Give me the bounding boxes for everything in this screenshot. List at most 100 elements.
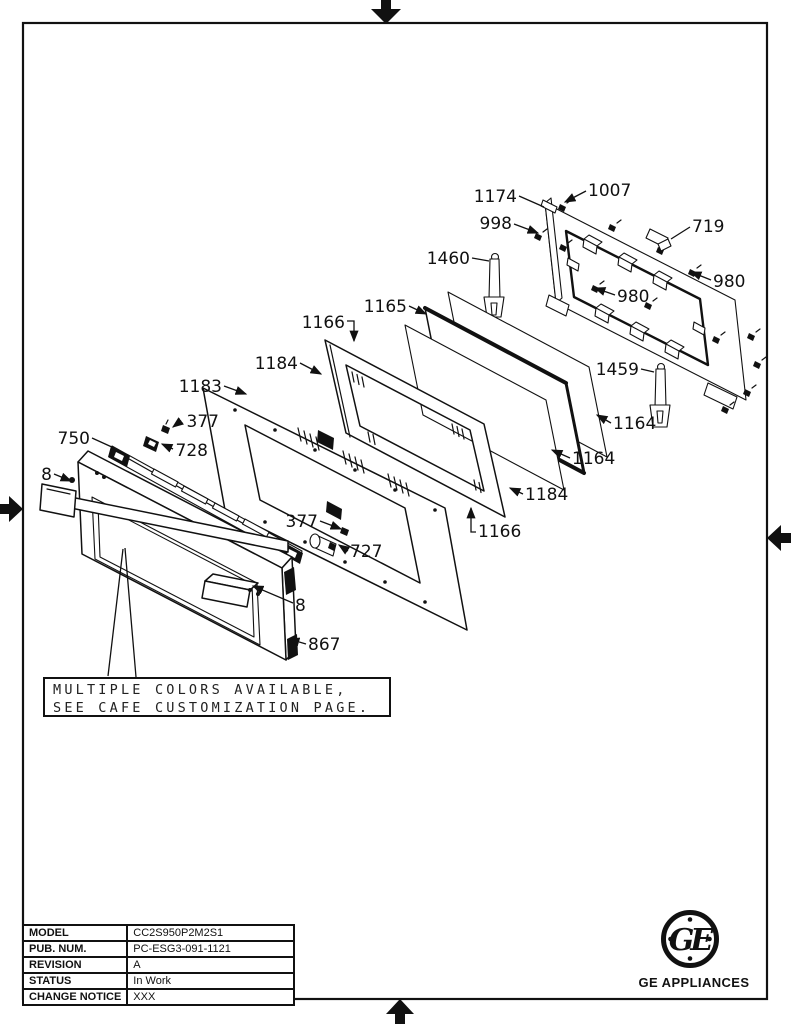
part-377-screw-upper xyxy=(161,425,170,434)
callout-1165: 1165 xyxy=(364,297,407,317)
callout-1166: 1166 xyxy=(478,522,521,542)
callout-8: 8 xyxy=(41,465,52,485)
leader-1184 xyxy=(299,362,323,375)
leader-719 xyxy=(670,226,691,240)
table-value: A xyxy=(126,956,296,974)
note-line-2: SEE CAFE CUSTOMIZATION PAGE. xyxy=(53,700,371,716)
leader-727 xyxy=(337,544,351,555)
registration-arrow-right xyxy=(767,525,791,551)
callout-719: 719 xyxy=(692,217,724,237)
leader-1460 xyxy=(471,257,490,262)
front-door-assembly xyxy=(39,450,298,661)
callout-1459: 1459 xyxy=(596,360,639,380)
part-1164-front-glass xyxy=(404,324,565,491)
table-label: CHANGE NOTICE xyxy=(21,988,129,1006)
registration-arrow-top xyxy=(371,0,401,24)
table-value: CC2S950P2M2S1 xyxy=(126,924,296,942)
leader-377 xyxy=(171,417,185,428)
callout-980: 980 xyxy=(617,287,649,307)
leader-8 xyxy=(53,472,73,482)
color-note-box: MULTIPLE COLORS AVAILABLE, SEE CAFE CUST… xyxy=(43,677,391,717)
callout-1166: 1166 xyxy=(302,313,345,333)
leader-1183 xyxy=(223,385,248,395)
callout-998: 998 xyxy=(480,214,512,234)
table-label: MODEL xyxy=(21,924,129,942)
leader-980 xyxy=(593,287,616,296)
leader-1007 xyxy=(563,190,587,203)
retainer-frame-1166-1184 xyxy=(324,339,506,518)
registration-arrow-bottom xyxy=(386,999,414,1024)
glass-stack xyxy=(404,291,608,491)
leader-1164 xyxy=(595,414,612,425)
part-1174-channel xyxy=(540,197,570,317)
callout-1007: 1007 xyxy=(588,181,631,201)
part-377-728-fasteners xyxy=(143,419,170,452)
page-border xyxy=(21,21,769,1001)
ge-monogram-icon: GE xyxy=(668,917,718,961)
callout-1174: 1174 xyxy=(474,187,517,207)
note-line-1: MULTIPLE COLORS AVAILABLE, xyxy=(53,682,348,698)
leader-867 xyxy=(287,637,307,647)
leader-998 xyxy=(513,223,540,234)
callout-1460: 1460 xyxy=(427,249,470,269)
callout-1183: 1183 xyxy=(179,377,222,397)
leader-1174 xyxy=(518,195,545,208)
part-867-trim xyxy=(284,567,298,660)
part-719-clip xyxy=(645,228,672,252)
table-value: In Work xyxy=(126,972,296,990)
ge-monogram-text: GE xyxy=(669,923,715,958)
leader-8 xyxy=(251,585,294,604)
leader-750 xyxy=(91,437,115,449)
table-label: PUB. NUM. xyxy=(21,940,129,958)
leader-1459 xyxy=(640,368,655,373)
panel-rivets xyxy=(233,408,437,604)
callout-1164: 1164 xyxy=(572,449,615,469)
leader-1166 xyxy=(347,320,359,343)
table-row: PUB. NUM.PC-ESG3-091-1121 xyxy=(21,940,296,958)
frame-studs xyxy=(566,234,706,360)
part-1460-hinge xyxy=(483,252,505,329)
brand-name: GE APPLIANCES xyxy=(639,975,750,990)
callout-1164: 1164 xyxy=(613,414,656,434)
table-value: PC-ESG3-091-1121 xyxy=(126,940,296,958)
leader-728 xyxy=(160,443,174,453)
leader-1184 xyxy=(508,487,524,497)
frame-foot xyxy=(703,382,738,410)
table-label: REVISION xyxy=(21,956,129,974)
callout-377: 377 xyxy=(286,512,318,532)
back-frame-assembly xyxy=(483,197,767,428)
part-727-pocket xyxy=(309,533,337,557)
registration-arrow-left xyxy=(0,496,23,522)
table-label: STATUS xyxy=(21,972,129,990)
callout-980: 980 xyxy=(713,272,745,292)
leader-980 xyxy=(689,271,712,281)
table-value: XXX xyxy=(126,988,296,1006)
callout-377: 377 xyxy=(187,412,219,432)
door-handle xyxy=(39,483,289,608)
callout-1184: 1184 xyxy=(525,485,568,505)
callout-750: 750 xyxy=(58,429,90,449)
callout-867: 867 xyxy=(308,635,340,655)
callout-1184: 1184 xyxy=(255,354,298,374)
part-377-screw-lower xyxy=(340,527,349,536)
callout-8: 8 xyxy=(295,596,306,616)
leader-1165 xyxy=(408,305,428,315)
note-leader-lines xyxy=(107,547,137,678)
leader-1166 xyxy=(466,506,476,533)
leader-1164 xyxy=(550,449,571,459)
part-1183-inner-panel xyxy=(202,387,468,631)
part-1459-hinge xyxy=(649,362,671,428)
callout-727: 727 xyxy=(350,542,382,562)
leader-377 xyxy=(319,520,343,530)
callout-728: 728 xyxy=(176,441,208,461)
